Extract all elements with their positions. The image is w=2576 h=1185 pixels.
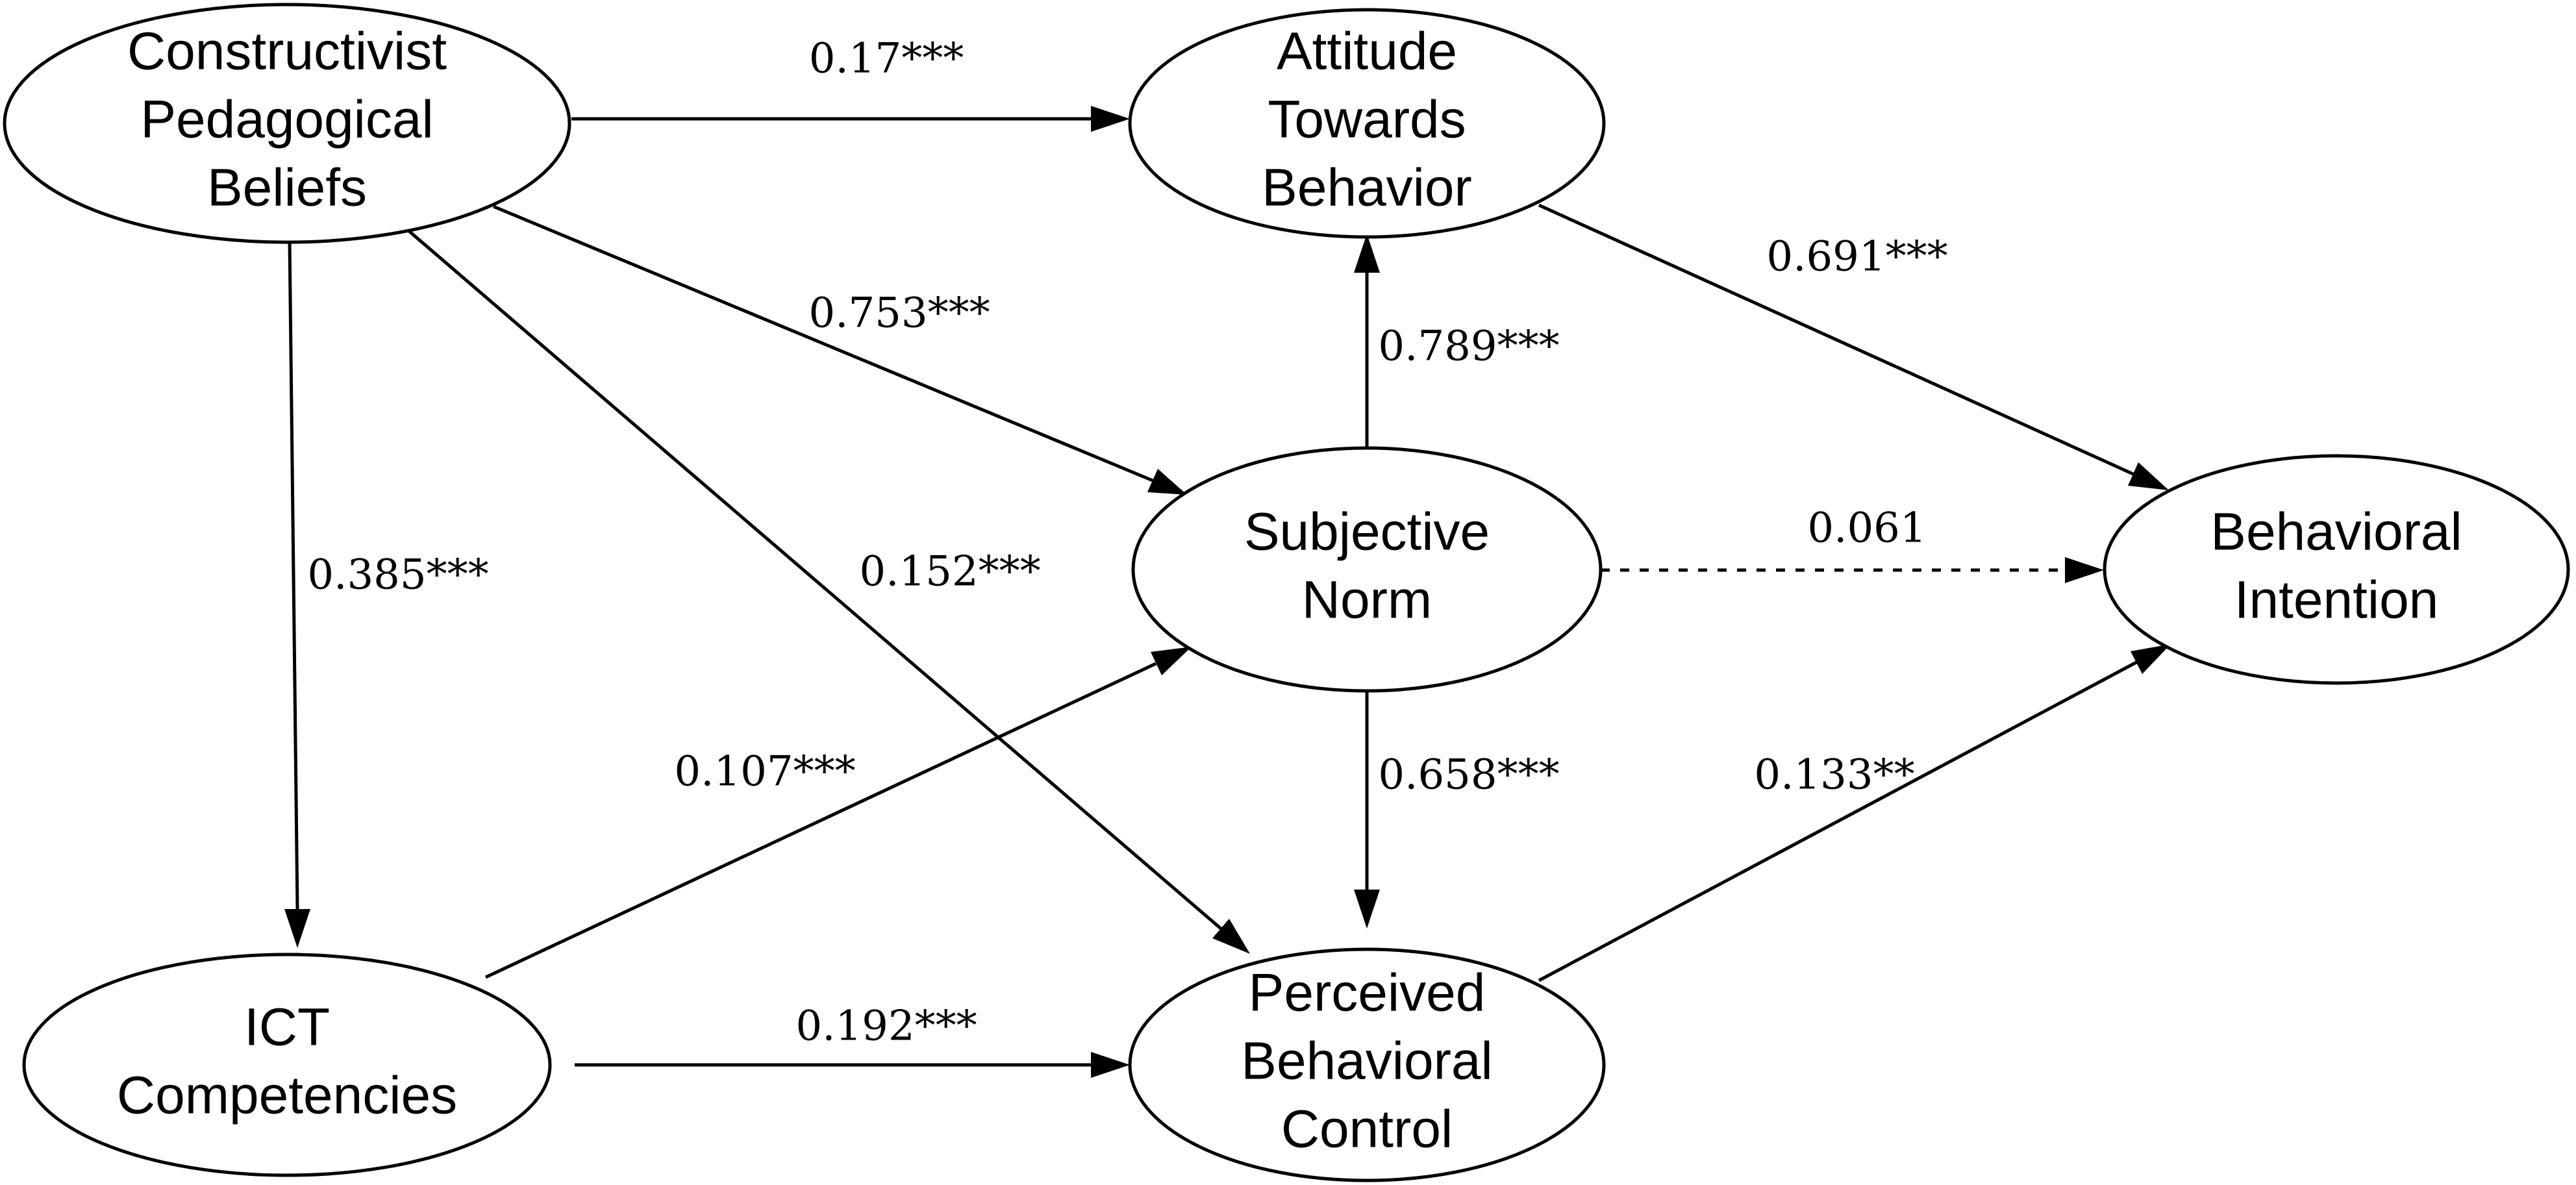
coef-sn-bi: 0.061 [1807,505,1926,553]
path-cpb-to-ict [284,241,310,948]
coefficient-labels: 0.17*** 0.753*** 0.385*** 0.152*** 0.789… [307,35,1947,1051]
path-line [493,205,1153,482]
path-line [1538,203,2134,476]
arrow-head [1091,1052,1130,1078]
coef-cpb-sn: 0.753*** [808,290,990,338]
path-line [484,662,1157,979]
path-ict-to-sn [484,647,1192,979]
coef-ict-sn: 0.107*** [674,748,855,796]
node-ellipse [3,3,571,244]
arrow-head [2131,644,2171,674]
arrow-head [1354,890,1380,929]
path-cpb-to-sn [493,205,1187,495]
node-label-line: Attitude [1277,22,1457,81]
path-line [288,241,299,910]
node-label-line: ICT [244,998,330,1057]
path-sn-to-atb [1354,234,1380,448]
node-label-line: Perceived [1249,964,1486,1023]
path-cpb-to-atb [571,106,1130,132]
arrow-head [1091,106,1130,132]
node-label-line: Behavior [1262,158,1472,218]
coef-atb-bi: 0.691*** [1766,233,1947,281]
node-label-line: Behavioral [2210,503,2462,562]
node-ellipse [1131,446,1603,693]
arrow-head [2065,557,2104,583]
node-label-line: Competencies [117,1066,457,1125]
coef-ict-pbc: 0.192*** [795,1003,977,1051]
coef-cpb-ict: 0.385*** [307,551,488,599]
path-line [408,230,1222,930]
coef-sn-pbc: 0.658*** [1378,751,1559,799]
node-label-line: Beliefs [207,158,367,218]
coef-cpb-pbc: 0.152*** [859,548,1040,596]
node-label-line: Control [1281,1100,1453,1159]
node-behavioral-intention: Behavioral Intention [2103,454,2570,685]
node-label-line: Pedagogical [140,90,433,149]
coef-sn-atb: 0.789*** [1378,323,1559,371]
node-ellipse [2103,454,2570,685]
path-ict-to-pbc [575,1052,1130,1078]
paths-layer [284,106,2171,1078]
node-label-line: Subjective [1244,503,1490,562]
node-label-line: Norm [1302,571,1432,630]
path-cpb-to-pbc [408,230,1250,954]
coef-pbc-bi: 0.133** [1754,751,1914,799]
path-sn-to-bi [1601,557,2104,583]
arrow-head [1151,647,1192,675]
path-line [1538,660,2138,982]
coef-cpb-atb: 0.17*** [809,35,964,83]
node-perceived-behavioral-control: Perceived Behavioral Control [1128,947,1606,1182]
node-subjective-norm: Subjective Norm [1131,446,1603,693]
node-ellipse [1128,8,1606,239]
path-atb-to-bi [1538,203,2169,490]
node-ict-competencies: ICT Competencies [22,953,552,1177]
arrow-head [284,909,310,948]
node-label-line: Towards [1268,90,1466,149]
node-constructivist-pedagogical-beliefs: Constructivist Pedagogical Beliefs [3,3,571,244]
arrow-head [1212,919,1250,954]
path-sn-to-pbc [1354,690,1380,929]
arrow-head [1147,469,1187,495]
node-label-line: Constructivist [127,22,447,81]
node-ellipse [1128,947,1606,1182]
node-attitude-towards-behavior: Attitude Towards Behavior [1128,8,1606,239]
path-pbc-to-bi [1538,644,2171,982]
arrow-head [1354,234,1380,273]
node-label-line: Intention [2234,571,2439,630]
node-label-line: Behavioral [1241,1032,1492,1091]
arrow-head [2128,462,2169,490]
nodes-layer: Constructivist Pedagogical Beliefs Attit… [3,3,2570,1182]
node-ellipse [22,953,552,1177]
